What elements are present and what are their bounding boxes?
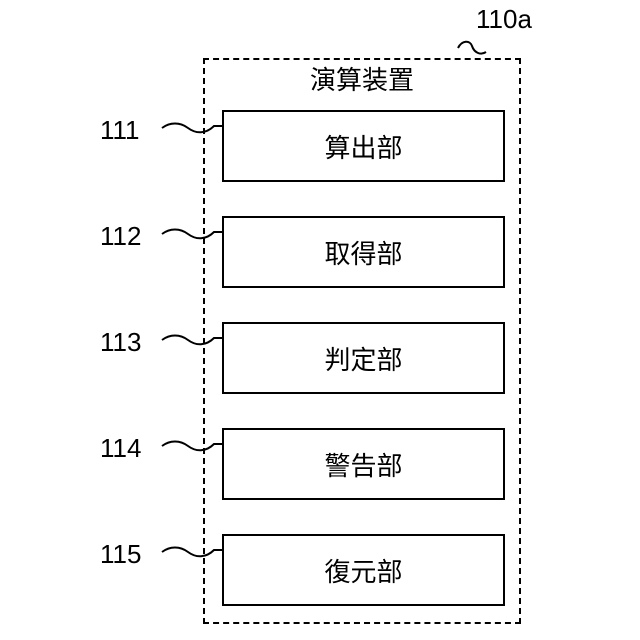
restoration-unit-box: 復元部 xyxy=(222,534,505,606)
unit-reference-number-113: 113 xyxy=(100,325,156,359)
unit-reference-number-111: 111 xyxy=(100,113,156,147)
determination-unit-box: 判定部 xyxy=(222,322,505,394)
container-title: 演算装置 xyxy=(203,64,521,98)
unit-reference-number-115: 115 xyxy=(100,537,156,571)
acquisition-unit-box: 取得部 xyxy=(222,216,505,288)
warning-unit-box: 警告部 xyxy=(222,428,505,500)
calculation-unit-box: 算出部 xyxy=(222,110,505,182)
unit-reference-number-112: 112 xyxy=(100,219,156,253)
unit-reference-number-114: 114 xyxy=(100,431,156,465)
container-reference-number: 110a xyxy=(476,2,532,36)
container-leader-line xyxy=(458,42,486,54)
